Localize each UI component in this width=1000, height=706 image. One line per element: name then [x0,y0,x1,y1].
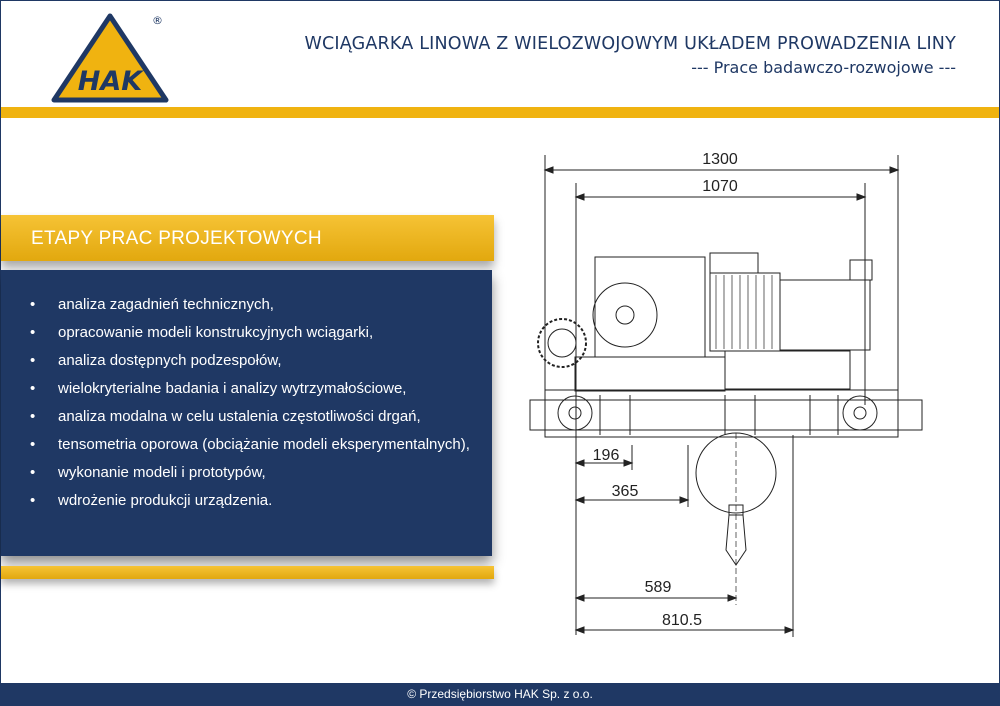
list-item: opracowanie modeli konstrukcyjnych wciąg… [30,324,472,342]
dim-196: 196 [593,447,620,464]
list-item: wielokryterialne badania i analizy wytrz… [30,380,472,398]
panel-heading-bar: ETAPY PRAC PROJEKTOWYCH [1,215,494,261]
hak-logo: HAK ® [51,13,169,103]
panel-heading: ETAPY PRAC PROJEKTOWYCH [31,228,322,249]
registered-mark: ® [152,14,163,27]
list-item: wdrożenie produkcji urządzenia. [30,492,472,510]
dim-1300: 1300 [702,151,738,168]
footer-bar: © Przedsiębiorstwo HAK Sp. z o.o. [1,683,999,705]
stage-list: analiza zagadnień technicznych, opracowa… [1,270,492,510]
logo-text: HAK [78,66,144,97]
list-item: analiza zagadnień technicznych, [30,296,472,314]
technical-drawing: 1300 1070 196 365 589 810.5 [529,151,923,637]
slide-title: WCIĄGARKA LINOWA Z WIELOZWOJOWYM UKŁADEM… [304,34,956,54]
dim-1070: 1070 [702,178,738,195]
list-item: analiza modalna w celu ustalenia częstot… [30,408,472,426]
slide-title-block: WCIĄGARKA LINOWA Z WIELOZWOJOWYM UKŁADEM… [304,34,956,77]
dim-810-5: 810.5 [662,612,702,629]
top-gold-bar [1,107,999,118]
panel-body: analiza zagadnień technicznych, opracowa… [1,270,492,556]
slide-subtitle: --- Prace badawczo-rozwojowe --- [691,58,956,77]
dim-365: 365 [612,483,639,500]
footer-copyright: © Przedsiębiorstwo HAK Sp. z o.o. [407,687,593,701]
dim-589: 589 [645,579,672,596]
list-item: wykonanie modeli i prototypów, [30,464,472,482]
list-item: tensometria oporowa (obciążanie modeli e… [30,436,472,454]
panel-footer-bar [1,566,494,579]
list-item: analiza dostępnych podzespołów, [30,352,472,370]
